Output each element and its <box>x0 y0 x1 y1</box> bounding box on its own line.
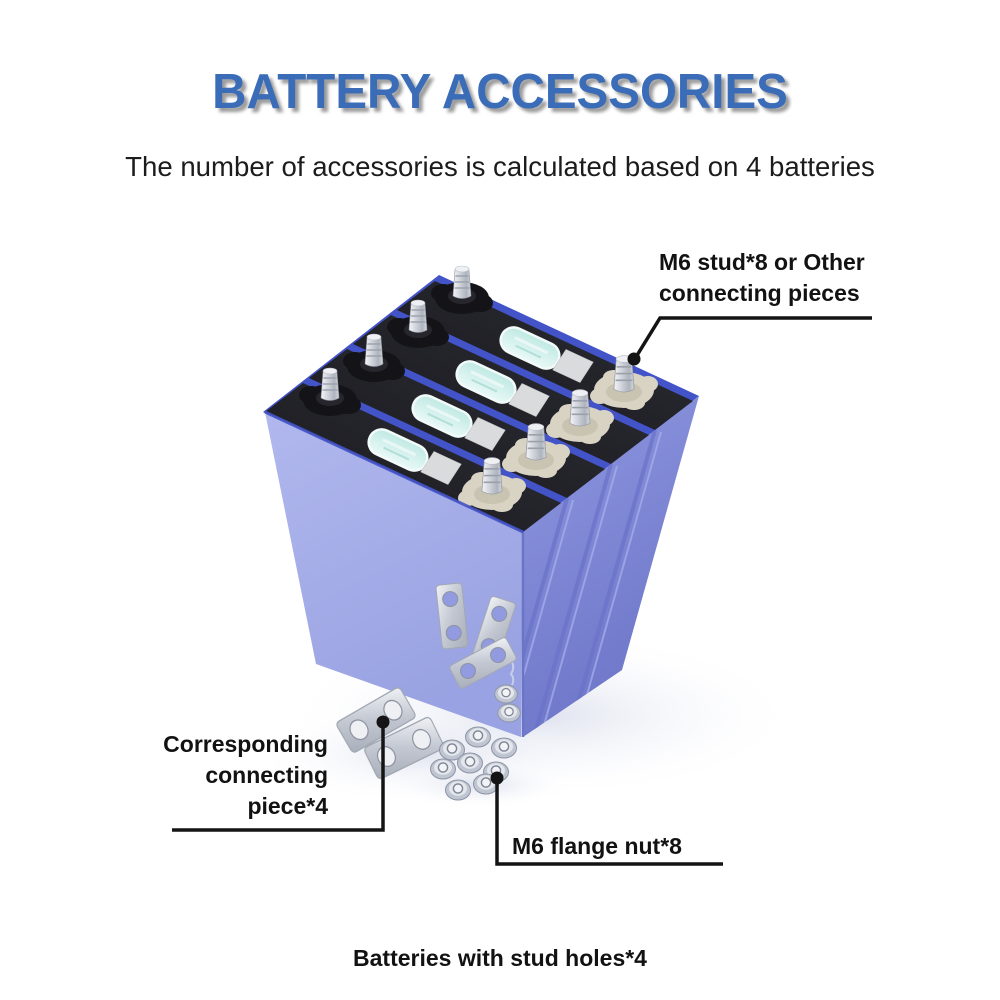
callout-line-connecting-piece <box>172 723 385 832</box>
battery-front-face <box>265 412 523 737</box>
battery-side-seams <box>523 429 662 737</box>
callout-m6-stud-line1: M6 stud*8 or Other <box>659 249 865 275</box>
callout-flange-nut: M6 flange nut*8 <box>512 831 682 862</box>
page-title: BATTERY ACCESSORIES <box>212 65 788 119</box>
callout-dot-stud <box>627 352 641 366</box>
callout-connecting-piece-line3: piece*4 <box>247 793 328 819</box>
callout-line-stud <box>634 316 872 358</box>
flange-nut-5 <box>456 752 484 774</box>
flange-nut-7 <box>444 779 472 801</box>
callout-connecting-piece-line1: Corresponding <box>163 731 328 757</box>
battery-right-face <box>523 396 699 737</box>
flange-nut-3 <box>490 737 518 759</box>
flange-nut-4 <box>429 758 457 780</box>
flange-nut-1 <box>464 726 492 748</box>
flange-nut-corner-2 <box>497 703 521 723</box>
callout-connecting-piece: Corresponding connecting piece*4 <box>118 729 328 822</box>
callout-flange-nut-label: M6 flange nut*8 <box>512 833 682 859</box>
callout-m6-stud: M6 stud*8 or Other connecting pieces <box>659 247 865 309</box>
flange-nut-corner-1 <box>494 684 518 704</box>
page-subtitle: The number of accessories is calculated … <box>125 151 875 182</box>
battery-stack <box>263 266 699 737</box>
callout-m6-stud-line2: connecting pieces <box>659 280 860 306</box>
corner-markings <box>509 661 515 686</box>
callout-connecting-piece-line2: connecting <box>205 762 328 788</box>
callout-dot-flange-nut <box>490 771 504 785</box>
bottom-caption: Batteries with stud holes*4 <box>353 945 647 971</box>
front-lip-edge <box>264 410 524 534</box>
callout-line-flange-nut <box>495 780 723 866</box>
callout-dot-connecting-piece <box>376 715 390 729</box>
callout-leaders <box>172 316 872 866</box>
